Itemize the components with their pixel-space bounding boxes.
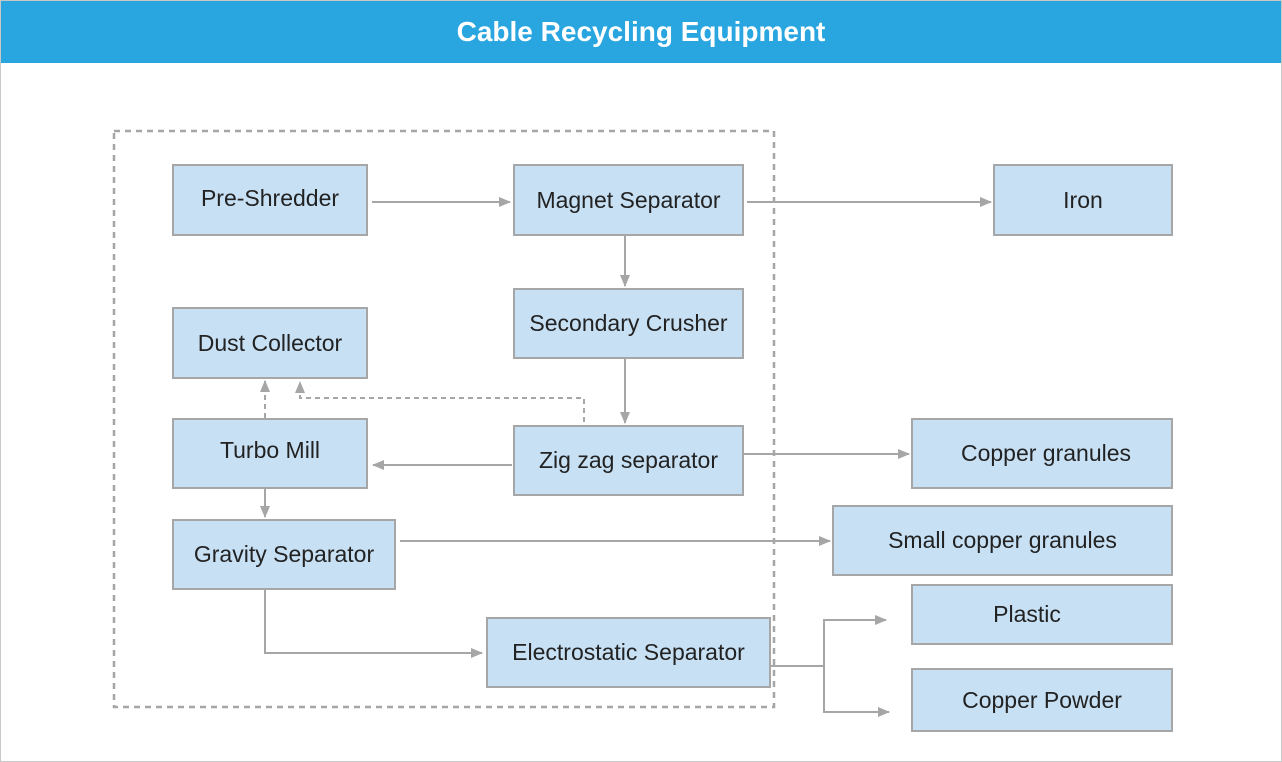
arrow-electrostatic-to-copper-powder xyxy=(823,666,890,717)
copper-granules-box: Copper granules xyxy=(911,418,1173,489)
secondary-crusher-box: Secondary Crusher xyxy=(513,288,744,359)
turbo-mill-box: Turbo Mill xyxy=(172,418,368,489)
arrow-gravity-to-electrostatic xyxy=(264,590,483,658)
gravity-separator-box: Gravity Separator xyxy=(172,519,396,590)
small-copper-granules-box: Small copper granules xyxy=(832,505,1173,576)
dashed-arrow-zigzag-to-dust xyxy=(295,381,585,422)
plastic-box: Plastic xyxy=(911,584,1173,645)
diagram-title: Cable Recycling Equipment xyxy=(1,1,1281,63)
iron-box: Iron xyxy=(993,164,1173,236)
dust-collector-box: Dust Collector xyxy=(172,307,368,379)
zigzag-separator-box: Zig zag separator xyxy=(513,425,744,496)
equipment-boundary xyxy=(112,129,776,709)
copper-powder-box: Copper Powder xyxy=(911,668,1173,732)
magnet-separator-box: Magnet Separator xyxy=(513,164,744,236)
pre-shredder-box: Pre-Shredder xyxy=(172,164,368,236)
arrow-electrostatic-to-plastic xyxy=(823,615,887,666)
electrostatic-separator-box: Electrostatic Separator xyxy=(486,617,771,688)
